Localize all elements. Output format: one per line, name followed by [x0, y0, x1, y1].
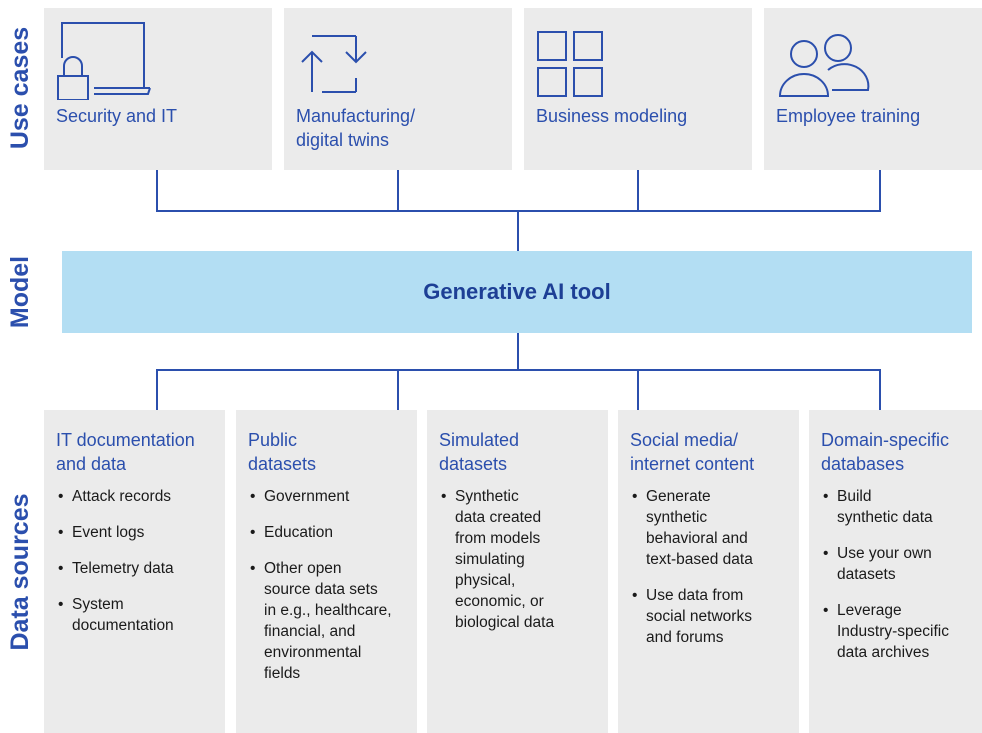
data-source-list: Government Education Other open source d… — [248, 486, 409, 684]
connector-line — [517, 333, 519, 370]
connector-line — [156, 170, 158, 211]
list-item: Telemetry data — [56, 558, 217, 579]
data-sources-label: Data sources — [6, 493, 34, 651]
data-source-list: Synthetic data created from models simul… — [439, 486, 600, 633]
grid-icon — [537, 31, 603, 97]
connector-line — [879, 369, 881, 410]
data-source-list: Build synthetic data Use your own datase… — [821, 486, 974, 663]
data-source-title: IT documentation and data — [56, 430, 195, 474]
use-case-label: Business modeling — [536, 106, 688, 126]
list-item: Education — [248, 522, 409, 543]
connector-line — [517, 210, 519, 251]
model-title: Generative AI tool — [423, 279, 611, 304]
laptop-lock-icon — [57, 22, 151, 100]
list-item: Event logs — [56, 522, 217, 543]
list-item: Use data from social networks and forums — [630, 585, 791, 648]
list-item: System documentation — [56, 594, 217, 636]
connector-line — [637, 369, 639, 410]
model-box: Generative AI tool — [62, 251, 972, 333]
connector-line — [637, 170, 639, 211]
use-case-employee: Employee training — [764, 8, 982, 170]
data-source-social: Social media/ internet content Generate … — [618, 410, 799, 733]
use-case-business: Business modeling — [524, 8, 752, 170]
connector-line — [397, 369, 399, 410]
connector-line — [156, 369, 158, 410]
use-cases-label: Use cases — [6, 26, 34, 150]
list-item: Attack records — [56, 486, 217, 507]
data-source-title: Public datasets — [248, 430, 317, 474]
use-case-label: Manufacturing/ digital twins — [296, 106, 416, 150]
list-item: Synthetic data created from models simul… — [439, 486, 600, 633]
connector-line — [397, 170, 399, 211]
data-source-title: Social media/ internet content — [630, 430, 755, 474]
list-item: Government — [248, 486, 409, 507]
people-icon — [778, 34, 870, 97]
list-item: Use your own datasets — [821, 543, 974, 585]
data-source-title: Simulated datasets — [439, 430, 520, 474]
data-source-list: Attack records Event logs Telemetry data… — [56, 486, 217, 636]
sync-arrows-icon — [301, 35, 367, 93]
use-case-label: Employee training — [776, 106, 921, 126]
connector-line — [879, 170, 881, 211]
data-source-it: IT documentation and data Attack records… — [44, 410, 225, 733]
data-source-title: Domain-specific databases — [821, 430, 950, 474]
list-item: Other open source data sets in e.g., hea… — [248, 558, 409, 684]
use-case-label: Security and IT — [56, 106, 178, 126]
data-source-public: Public datasets Government Education Oth… — [236, 410, 417, 733]
model-label: Model — [6, 255, 34, 329]
data-source-list: Generate synthetic behavioral and text-b… — [630, 486, 791, 648]
data-source-domain: Domain-specific databases Build syntheti… — [809, 410, 982, 733]
connector-line — [156, 369, 881, 371]
list-item: Leverage Industry-specific data archives — [821, 600, 974, 663]
use-case-manufacturing: Manufacturing/ digital twins — [284, 8, 512, 170]
list-item: Build synthetic data — [821, 486, 974, 528]
use-case-security: Security and IT — [44, 8, 272, 170]
list-item: Generate synthetic behavioral and text-b… — [630, 486, 791, 570]
data-source-simulated: Simulated datasets Synthetic data create… — [427, 410, 608, 733]
